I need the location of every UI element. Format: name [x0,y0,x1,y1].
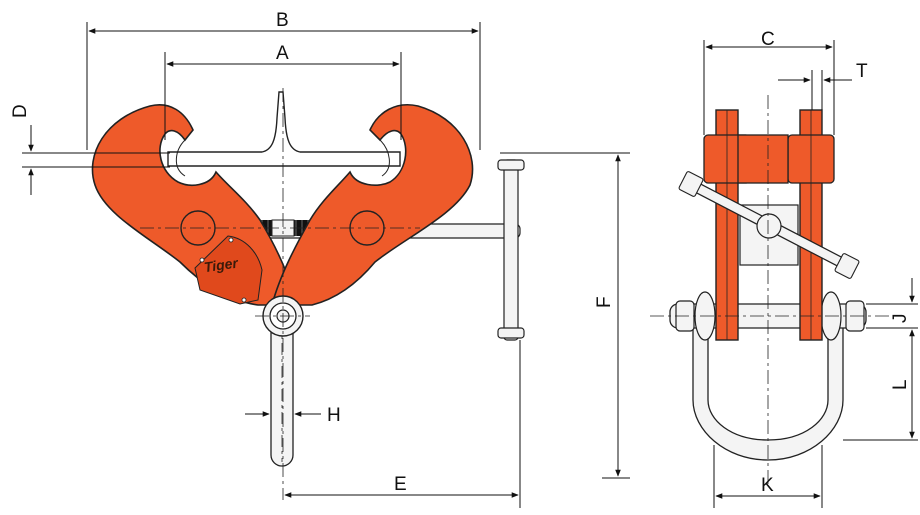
dim-label-a: A [276,43,289,64]
front-view: Tiger [91,88,525,500]
right-side-plate [787,109,835,341]
left-jaw [91,104,297,306]
dim-label-f: F [594,296,615,308]
right-jaw [270,104,474,306]
dimension-annotations [22,22,918,508]
dim-label-t: T [856,61,868,82]
beam-profile [167,91,401,167]
dim-label-c: C [761,29,775,50]
dim-label-d: D [10,104,31,118]
dim-label-k: K [761,475,774,496]
dim-label-b: B [276,10,289,31]
dim-label-h: H [327,405,341,426]
logo-text: Tiger [203,254,240,275]
side-view [650,95,895,485]
logo-plate: Tiger [194,235,263,305]
dim-label-j: J [890,314,911,324]
dim-label-l: L [890,379,911,390]
dim-label-e: E [394,474,407,495]
side-spindle [678,171,860,279]
dimension-labels: B A D F E H C T J L K [10,10,911,496]
